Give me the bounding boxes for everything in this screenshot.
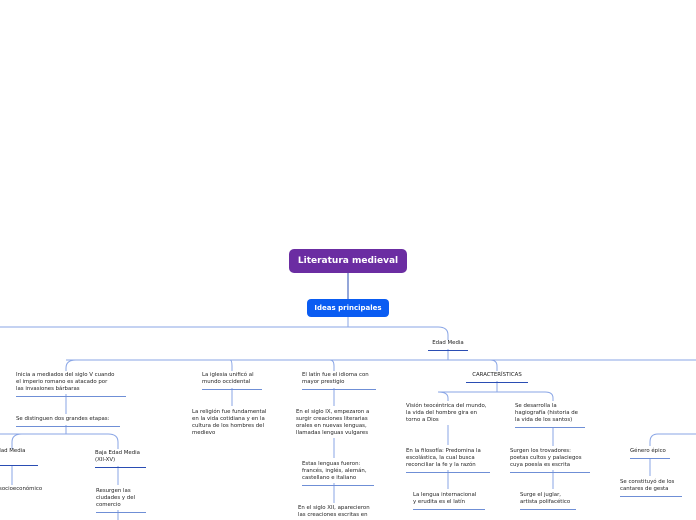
topic-iglesia[interactable]: La iglesia unificó al mundo occidental <box>202 372 262 390</box>
topic-cantares-de-gesta[interactable]: Se constituyó de los cantares de gesta <box>620 479 682 497</box>
topic-inicio-edad-media[interactable]: Inicia a mediados del siglo V cuando el … <box>16 372 126 397</box>
connector-to-historia <box>65 359 77 371</box>
topic-baja-edad-media[interactable]: Baja Edad Media (XII-XV) <box>95 450 146 468</box>
root-topic[interactable]: Literatura medieval <box>289 249 407 273</box>
topic-edad-media[interactable]: Edad Media <box>428 340 468 351</box>
connector-etapas-bus <box>0 433 119 449</box>
connector-to-caracteristicas <box>489 359 498 371</box>
connector-to-iglesia <box>229 359 233 371</box>
topic-hagiografia[interactable]: Se desarrolla la hagiografía (historia d… <box>515 403 585 428</box>
topic-lengua-latin[interactable]: La lengua internacional y erudita es el … <box>413 492 485 510</box>
connector-to-genero <box>649 433 696 446</box>
topic-latin-detail-1[interactable]: En el siglo IX, empezaron a surgir creac… <box>296 409 370 436</box>
main-topic-ideas-principales[interactable]: Ideas principales <box>307 299 389 317</box>
topic-alta-edad-media[interactable]: Edad Media I) <box>0 448 38 466</box>
connector-caracteristicas-bus <box>437 391 554 401</box>
topic-trovadores[interactable]: Surgen los trovadores: poetas cultos y p… <box>510 448 590 473</box>
connector-to-latin <box>329 359 335 371</box>
topic-alta-detail[interactable]: o socioeconómico l <box>0 486 43 492</box>
topic-latin-detail-3[interactable]: En el siglo XII, aparecieron las creacio… <box>298 505 370 518</box>
topic-juglar[interactable]: Surge el juglar, artista polifacético <box>520 492 576 510</box>
topic-vision-teocentrica[interactable]: Visión teocéntrica del mundo, la vida de… <box>406 403 487 423</box>
topic-latin[interactable]: El latín fue el idioma con mayor prestig… <box>302 372 376 390</box>
topic-dos-etapas[interactable]: Se distinguen dos grandes etapas: <box>16 416 120 427</box>
topic-baja-detail[interactable]: Resurgen las ciudades y del comercio <box>96 488 146 513</box>
topic-genero-epico[interactable]: Género épico <box>630 448 670 459</box>
topic-latin-detail-2[interactable]: Estas lenguas fueron: francés, inglés, a… <box>302 461 374 486</box>
topic-filosofia[interactable]: En la filosofía: Predomina la escolástic… <box>406 448 490 473</box>
topic-iglesia-detail[interactable]: La religión fue fundamental en la vida c… <box>192 409 267 436</box>
topic-caracteristicas[interactable]: CARACTERÍSTICAS <box>466 372 528 383</box>
connector-bus-left <box>0 326 449 340</box>
connector-to-alta <box>11 433 23 449</box>
